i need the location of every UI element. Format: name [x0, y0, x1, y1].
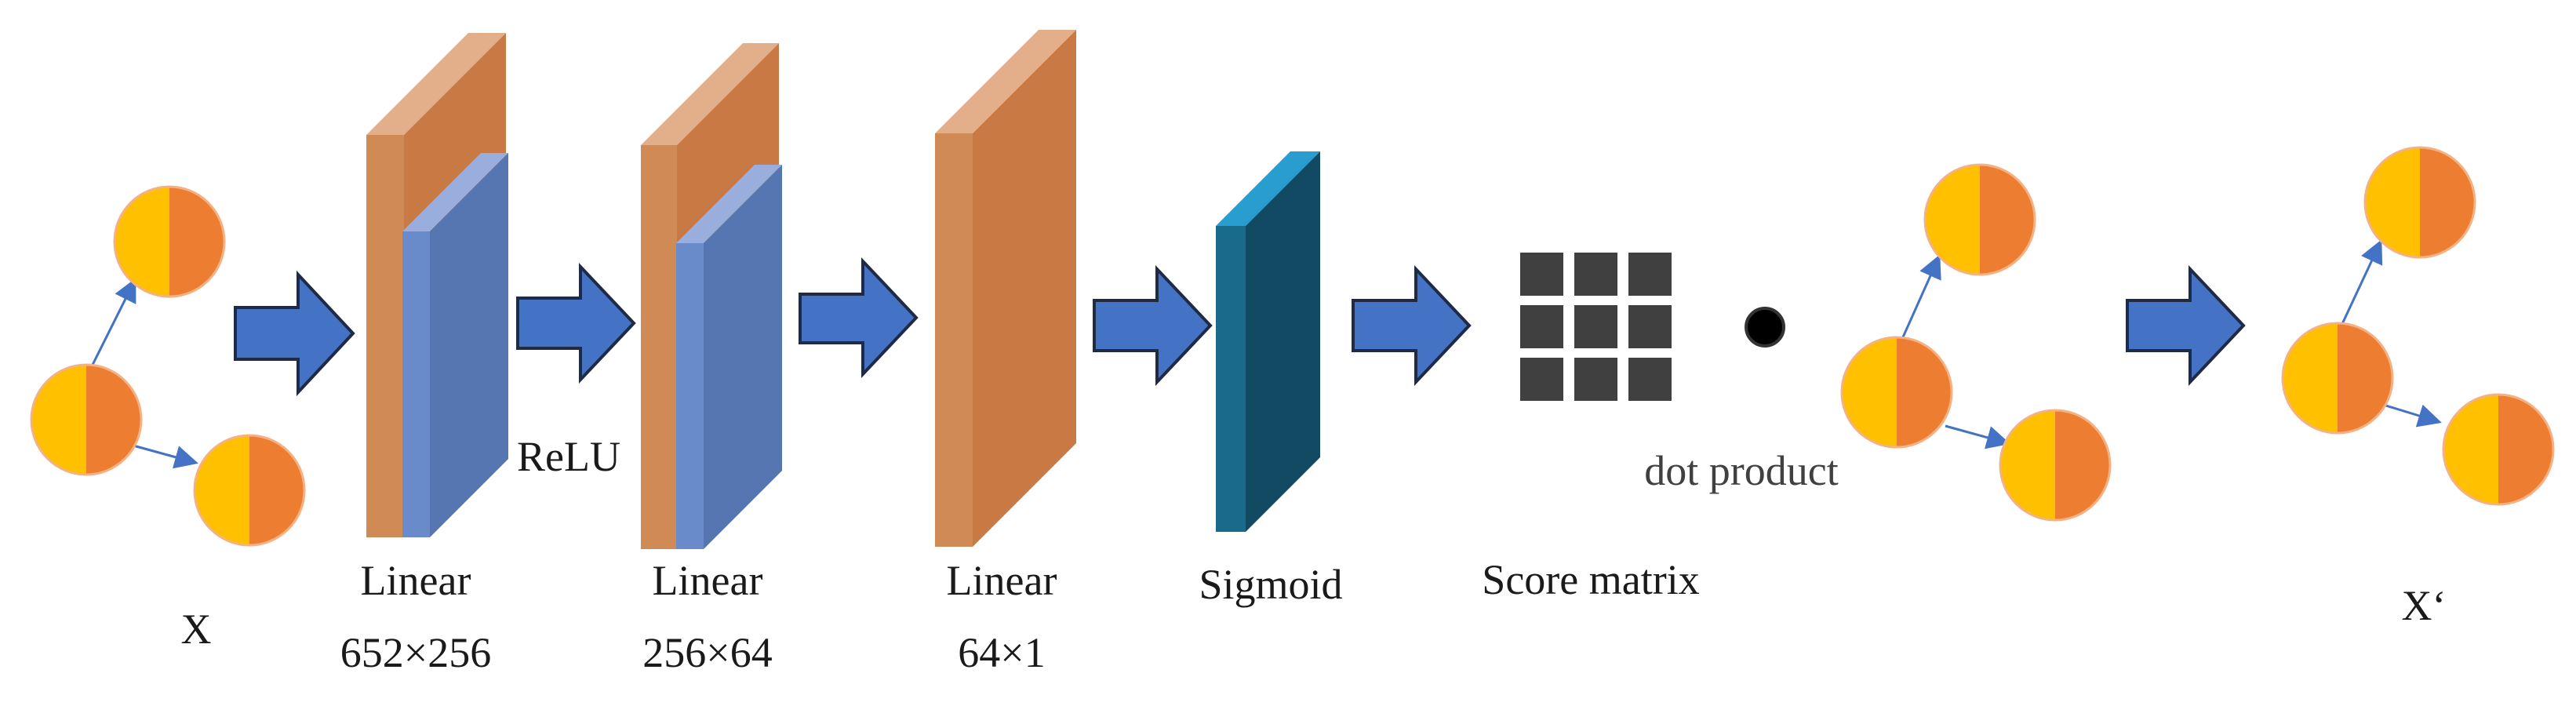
layer-top	[641, 43, 779, 145]
score-matrix: Score matrix	[1482, 253, 1700, 603]
layer-front	[935, 133, 973, 547]
middle-graph	[1840, 163, 2112, 522]
relu-top	[676, 165, 782, 243]
graph-node	[1923, 163, 2036, 276]
layer-3-dims: 64×1	[958, 629, 1045, 676]
graph-edge	[133, 444, 198, 469]
linear-layer-1: Linear 652×256	[340, 33, 508, 676]
layer-1-name: Linear	[361, 557, 471, 604]
layer-top	[935, 30, 1076, 133]
flow-arrow	[2126, 264, 2246, 387]
matrix-cell	[1520, 253, 1563, 296]
sigmoid-top	[1216, 151, 1320, 226]
matrix-cell	[1628, 253, 1672, 296]
graph-node	[113, 185, 226, 298]
matrix-cell	[1574, 253, 1617, 296]
matrix-cell	[1574, 358, 1617, 401]
linear-layer-2: Linear 256×64	[641, 43, 782, 676]
flow-arrow	[234, 270, 355, 397]
graph-edge	[1945, 424, 2010, 449]
dot-product-label: dot product	[1644, 447, 1838, 494]
layer-side	[973, 30, 1076, 547]
layer-2-dims: 256×64	[642, 629, 772, 676]
output-graph: X‘	[2281, 146, 2555, 629]
relu-side	[430, 153, 508, 537]
output-label: X‘	[2402, 582, 2447, 629]
graph-edge	[1901, 254, 1941, 340]
relu-front	[676, 243, 704, 549]
linear-layer-3: Linear 64×1	[935, 30, 1076, 676]
flow-arrow	[516, 262, 636, 384]
input-label: X	[181, 606, 212, 653]
relu-side	[704, 165, 782, 549]
layer-3-name: Linear	[947, 557, 1057, 604]
graph-edge	[91, 278, 136, 366]
matrix-cell	[1574, 305, 1617, 348]
graph-node	[2281, 322, 2394, 435]
sigmoid-layer: Sigmoid	[1199, 151, 1343, 608]
dot-product-symbol	[1745, 307, 1785, 348]
graph-node	[2442, 393, 2555, 506]
graph-node	[1999, 409, 2112, 522]
flow-arrow	[799, 257, 919, 379]
matrix-cell	[1628, 305, 1672, 348]
layer-front	[366, 135, 404, 537]
sigmoid-front	[1216, 226, 1246, 532]
graph-node	[193, 434, 306, 547]
relu-top	[402, 153, 508, 231]
layer-2-name: Linear	[653, 557, 763, 604]
sigmoid-side	[1246, 151, 1320, 532]
flow-arrow	[1093, 264, 1213, 387]
graph-node	[30, 363, 143, 476]
layer-front	[641, 145, 677, 549]
graph-edge	[2380, 402, 2442, 428]
relu-front	[402, 231, 430, 537]
layer-top	[366, 33, 506, 135]
sigmoid-label: Sigmoid	[1199, 561, 1342, 608]
graph-node	[2363, 146, 2476, 259]
relu-label: ReLU	[517, 433, 620, 480]
layer-1-dims: 652×256	[340, 629, 491, 676]
graph-node	[1840, 336, 1953, 449]
graph-edge	[2340, 239, 2383, 326]
flow-arrow	[1352, 264, 1472, 387]
matrix-cell	[1520, 358, 1563, 401]
score-matrix-label: Score matrix	[1482, 556, 1699, 603]
matrix-cell	[1628, 358, 1672, 401]
input-graph: X	[30, 185, 306, 653]
matrix-cell	[1520, 305, 1563, 348]
